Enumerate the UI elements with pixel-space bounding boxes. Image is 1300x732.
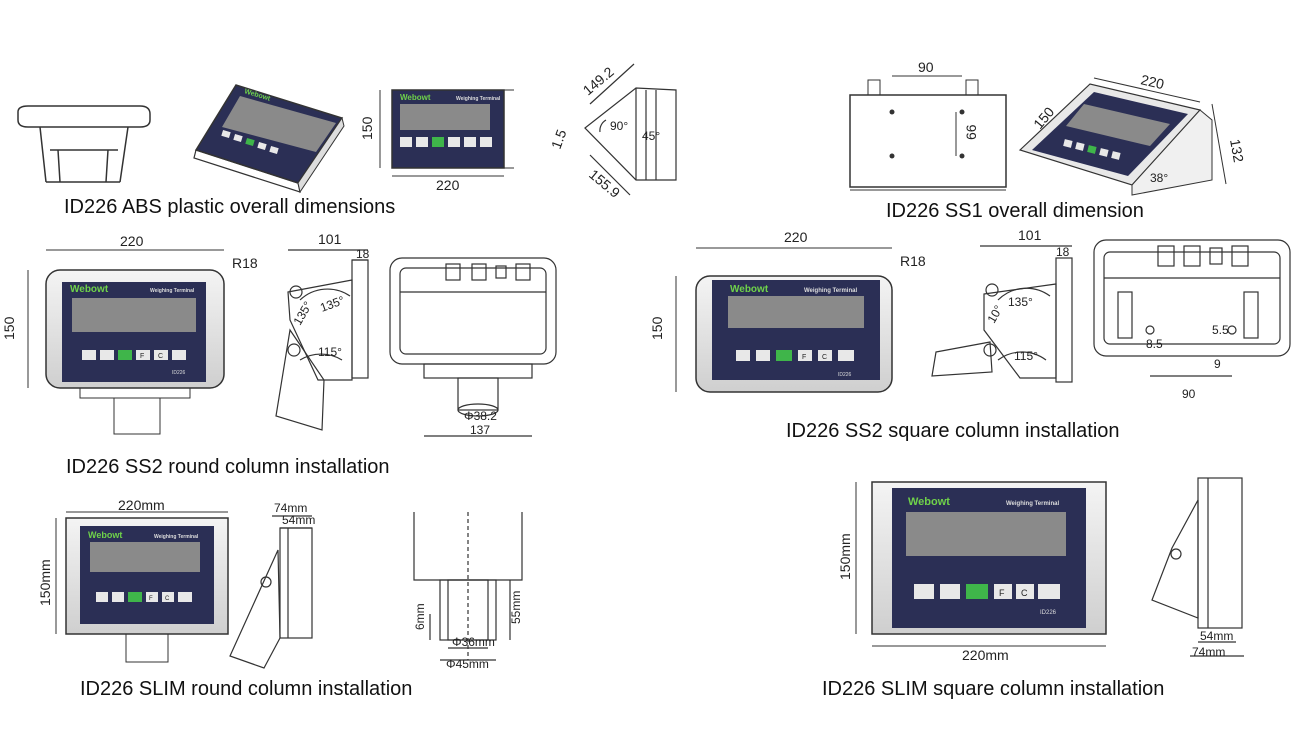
abs-diag1-dim: 149.2 bbox=[580, 63, 617, 98]
ss2r-thick-dim: 18 bbox=[356, 247, 370, 261]
caption-ss2-square: ID226 SS2 square column installation bbox=[786, 420, 1120, 442]
slimr-header: Weighing Terminal bbox=[154, 534, 199, 540]
ss2s-width-dim: 220 bbox=[784, 229, 808, 245]
power-key-icon bbox=[82, 350, 96, 360]
caption-abs: ID226 ABS plastic overall dimensions bbox=[64, 196, 396, 218]
ss2-round-front-view: Webowt Weighing Terminal F C ID226 220 R… bbox=[1, 233, 258, 435]
ss2s-base-dim: 90 bbox=[1182, 387, 1196, 401]
slim-round-side-view: 74mm 54mm bbox=[229, 501, 315, 669]
abs-front-view: Webowt Weighing Terminal 150 220 bbox=[359, 89, 514, 193]
ss2r-header: Weighing Terminal bbox=[150, 288, 195, 294]
ss2s-brand: Webowt bbox=[730, 284, 769, 295]
ss1-top-dim: 90 bbox=[918, 59, 934, 75]
ss1-depth-dim: 132 bbox=[1227, 138, 1247, 164]
ss2s-radius-dim: R18 bbox=[900, 253, 926, 269]
slims-d1-dim: 54mm bbox=[1200, 629, 1233, 643]
ss2r-depth-dim: 101 bbox=[318, 231, 342, 247]
slimr-d1-dim: 74mm bbox=[274, 501, 307, 515]
ss1-back-view: 90 66 bbox=[849, 59, 1007, 191]
abs-diag2-dim: 155.9 bbox=[586, 166, 623, 201]
caption-slim-square: ID226 SLIM square column installation bbox=[822, 678, 1165, 700]
slimr-h1-dim: 6mm bbox=[413, 603, 427, 630]
ss1-angle: 38° bbox=[1150, 171, 1168, 185]
ss2s-key-f: F bbox=[802, 354, 806, 361]
ss2r-brand: Webowt bbox=[70, 284, 109, 295]
slim-round-front-view: Webowt Weighing Terminal F C 220mm 150mm bbox=[37, 497, 229, 663]
ss2-square-side-view: 101 18 135° 115° 10° bbox=[931, 227, 1073, 383]
slimr-width-dim: 220mm bbox=[118, 497, 165, 513]
ss2r-height-dim: 150 bbox=[1, 316, 17, 340]
slimr-brand: Webowt bbox=[88, 530, 122, 540]
abs-height-dim: 150 bbox=[359, 116, 375, 140]
ss2s-height-dim: 150 bbox=[649, 316, 665, 340]
ss1-holes-dim: 66 bbox=[963, 124, 979, 140]
ss2s-angle3: 10° bbox=[984, 303, 1005, 326]
caption-ss2-round: ID226 SS2 round column installation bbox=[66, 456, 390, 478]
abs-width-dim: 220 bbox=[436, 177, 460, 193]
ss2s-thick-dim: 18 bbox=[1056, 245, 1070, 259]
slimr-p1-dim: Φ36mm bbox=[452, 635, 495, 649]
tare-key-icon bbox=[118, 350, 132, 360]
ss2r-key-f: F bbox=[140, 353, 144, 360]
ss2s-angle2: 115° bbox=[1014, 349, 1038, 363]
abs-angle-view: 149.2 155.9 1.5 90° 45° bbox=[548, 63, 677, 201]
slims-d2-dim: 74mm bbox=[1192, 645, 1225, 659]
ss2-round-side-view: 101 18 135° 115° 135° bbox=[275, 231, 370, 431]
ss2r-angle2: 115° bbox=[318, 345, 342, 359]
slims-height-dim: 150mm bbox=[837, 533, 853, 580]
slimr-height-dim: 150mm bbox=[37, 559, 53, 606]
slim-round-bracket-view: 6mm 55mm Φ36mm Φ45mm bbox=[413, 512, 523, 671]
abs-perspective-view: Webowt bbox=[193, 84, 345, 194]
slim-square-front-view: Webowt Weighing Terminal F C ID226 220mm… bbox=[837, 481, 1107, 663]
slims-width-dim: 220mm bbox=[962, 647, 1009, 663]
ss2r-base-dim: 137 bbox=[470, 423, 490, 437]
slimr-key-c: C bbox=[165, 596, 170, 602]
zero-key-icon bbox=[100, 350, 114, 360]
abs-side-view bbox=[17, 105, 151, 183]
ss2s-h1: 8.5 bbox=[1146, 337, 1163, 351]
slims-header: Weighing Terminal bbox=[1006, 501, 1059, 507]
slimr-h2-dim: 55mm bbox=[509, 591, 523, 624]
ss2s-key-c: C bbox=[822, 354, 827, 361]
ss2-round-back-view: Φ38.2 137 bbox=[389, 257, 557, 437]
ss2r-width-dim: 220 bbox=[120, 233, 144, 249]
ss2s-h3: 9 bbox=[1214, 357, 1221, 371]
slims-key-f: F bbox=[999, 588, 1005, 598]
abs-angle1: 90° bbox=[610, 119, 628, 133]
slim-square-side-view: 54mm 74mm bbox=[1151, 477, 1244, 659]
slims-brand: Webowt bbox=[908, 496, 950, 508]
ss1-width-dim: 220 bbox=[1139, 71, 1166, 92]
abs-angle2: 45° bbox=[642, 129, 660, 143]
abs-front-brand: Webowt bbox=[400, 93, 431, 102]
ss2r-angle3: 135° bbox=[290, 299, 315, 328]
caption-slim-round: ID226 SLIM round column installation bbox=[80, 678, 413, 700]
ss2s-h2: 5.5 bbox=[1212, 323, 1229, 337]
ss2r-pipe-dim: Φ38.2 bbox=[464, 409, 497, 423]
slimr-d2-dim: 54mm bbox=[282, 513, 315, 527]
ss1-perspective-view: 220 150 132 38° bbox=[1018, 71, 1247, 196]
ss2s-depth-dim: 101 bbox=[1018, 227, 1042, 243]
slims-key-c: C bbox=[1021, 588, 1028, 598]
ss2s-header: Weighing Terminal bbox=[804, 288, 857, 294]
ss2r-key-c: C bbox=[158, 353, 163, 360]
ss2s-angle1: 135° bbox=[1008, 295, 1033, 309]
abs-side-dim: 1.5 bbox=[548, 127, 570, 151]
abs-front-header: Weighing Terminal bbox=[456, 96, 501, 102]
slimr-key-f: F bbox=[149, 596, 153, 602]
ss2-square-front-view: Webowt Weighing Terminal F C ID226 220 R… bbox=[649, 229, 926, 393]
ss2r-radius-dim: R18 bbox=[232, 255, 258, 271]
ss2r-angle1: 135° bbox=[318, 293, 346, 315]
slimr-p2-dim: Φ45mm bbox=[446, 657, 489, 671]
slims-model: ID226 bbox=[1040, 610, 1057, 616]
ss2r-model: ID226 bbox=[172, 370, 186, 376]
ss2s-model: ID226 bbox=[838, 372, 852, 378]
caption-ss1: ID226 SS1 overall dimension bbox=[886, 200, 1144, 222]
ss2-square-back-view: 8.5 5.5 9 90 bbox=[1093, 239, 1291, 401]
